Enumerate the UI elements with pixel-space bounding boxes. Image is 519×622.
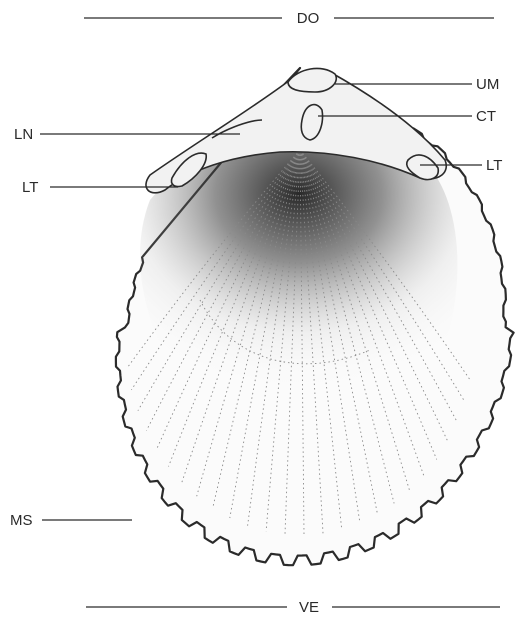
dorsal-label: DO — [297, 10, 320, 27]
margin-serrations-label: MS — [10, 512, 33, 529]
ligament-label: LN — [14, 126, 33, 143]
annotation-margin-serrations: MS — [10, 512, 132, 529]
umbo-label: UM — [476, 76, 499, 93]
dorsal-axis: DO — [84, 10, 494, 27]
lateral-tooth-right-label: LT — [486, 157, 502, 174]
lateral-tooth-left-label: LT — [22, 179, 38, 196]
cardinal-tooth-label: CT — [476, 108, 496, 125]
ventral-label: VE — [299, 599, 319, 616]
ventral-axis: VE — [86, 599, 500, 616]
